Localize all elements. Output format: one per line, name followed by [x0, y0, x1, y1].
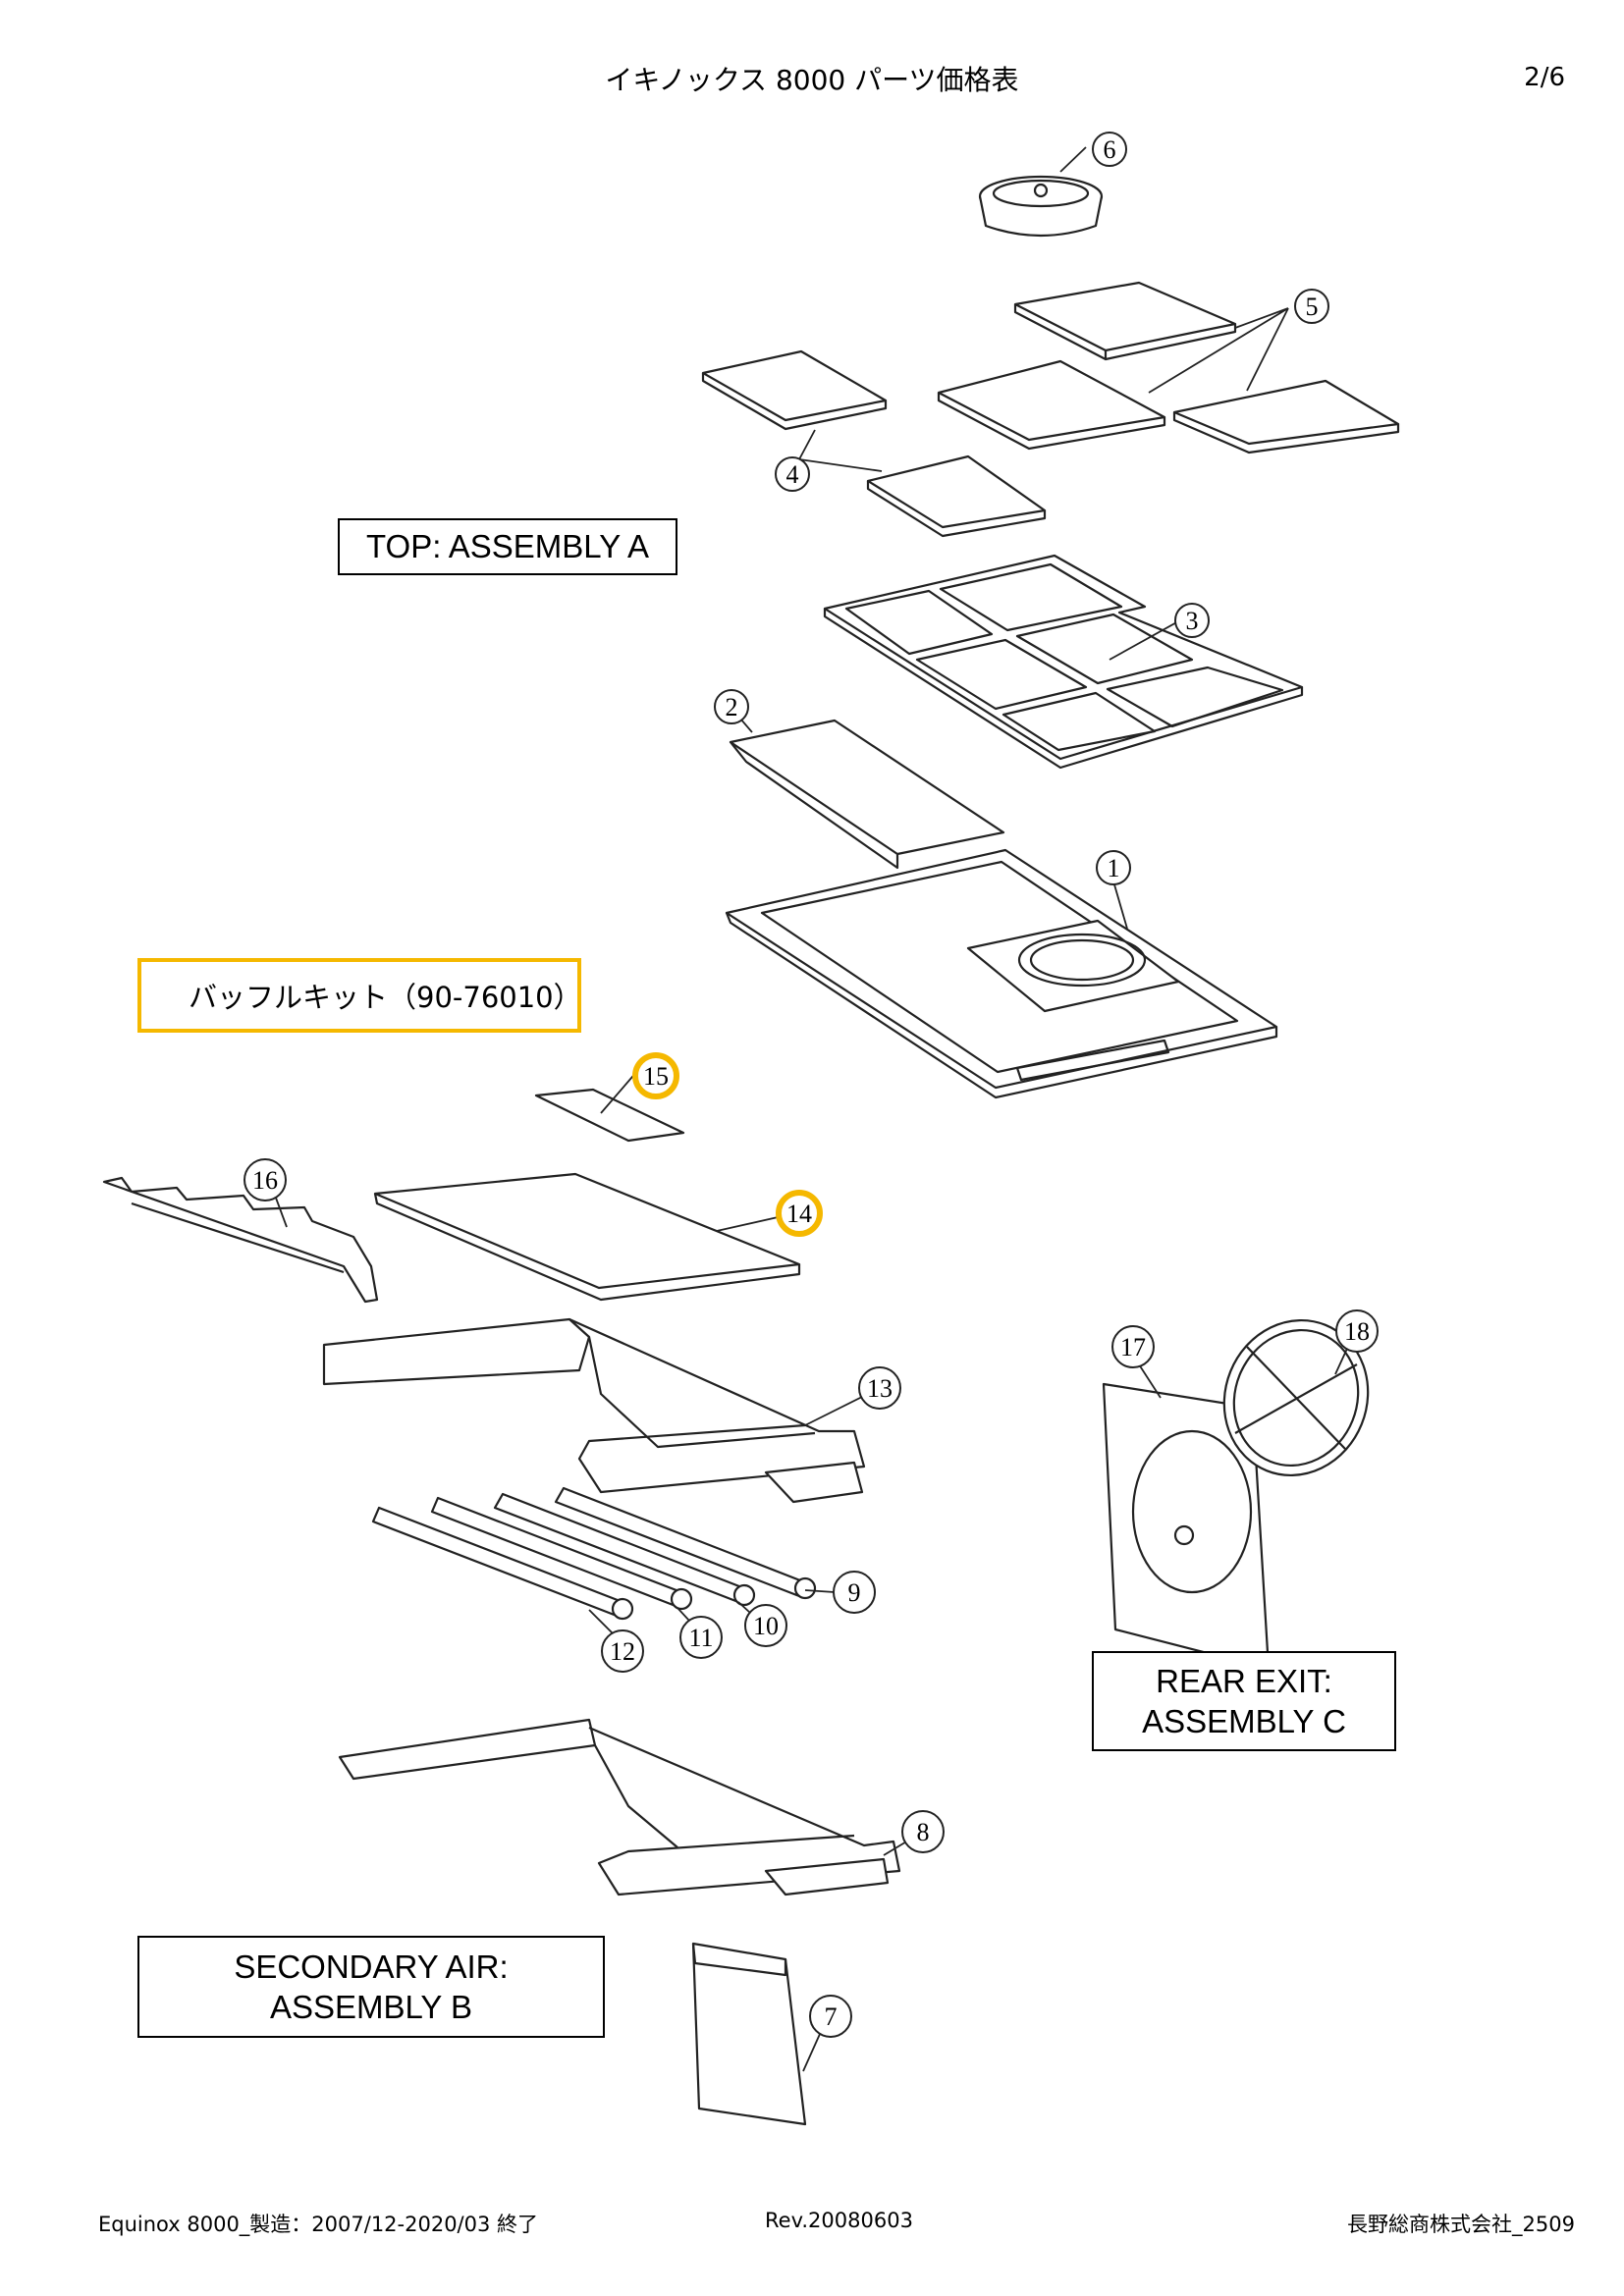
- assembly-c-line1: REAR EXIT:: [1156, 1662, 1332, 1699]
- callout-2: 2: [714, 689, 749, 724]
- assembly-b-line1: SECONDARY AIR:: [234, 1948, 509, 1985]
- callout-1: 1: [1096, 850, 1131, 885]
- callout-16: 16: [244, 1158, 287, 1201]
- part-14-baffle-board: [373, 1172, 801, 1302]
- part-9-tube: [554, 1486, 817, 1600]
- callout-10: 10: [744, 1604, 787, 1647]
- callout-14: 14: [776, 1190, 823, 1237]
- svg-text:4: 4: [786, 460, 799, 489]
- callout-11: 11: [679, 1616, 723, 1659]
- callout-13: 13: [858, 1366, 901, 1410]
- svg-text:6: 6: [1104, 135, 1116, 164]
- svg-text:12: 12: [610, 1637, 635, 1666]
- page-title: イキノックス 8000 パーツ価格表: [605, 64, 1019, 96]
- part-6-collar: [978, 175, 1104, 238]
- callout-4: 4: [775, 456, 810, 492]
- footer-company: 長野総商株式会社_2509: [1347, 2213, 1575, 2236]
- part-3-frame: [823, 554, 1304, 770]
- assembly-c-label: REAR EXIT: ASSEMBLY C: [1092, 1651, 1396, 1751]
- callout-5: 5: [1294, 289, 1329, 324]
- part-4-panel-a: [701, 349, 888, 431]
- svg-text:8: 8: [917, 1818, 930, 1846]
- assembly-a-label: TOP: ASSEMBLY A: [338, 518, 677, 575]
- baffle-kit-label: バッフルキット（90-76010）: [137, 958, 582, 1033]
- part-11-tube: [430, 1496, 693, 1611]
- assembly-b-label: SECONDARY AIR: ASSEMBLY B: [137, 1936, 605, 2038]
- svg-text:17: 17: [1120, 1333, 1146, 1362]
- part-1-main-tray: [725, 848, 1278, 1099]
- part-5-top-panel-c: [1172, 379, 1400, 454]
- part-7-plate: [691, 1942, 807, 2126]
- page-number: 2/6: [1524, 63, 1565, 92]
- part-12-tube: [371, 1506, 634, 1621]
- callout-7: 7: [809, 1995, 852, 2038]
- svg-text:15: 15: [643, 1062, 669, 1091]
- callout-12: 12: [601, 1629, 644, 1673]
- callout-6: 6: [1092, 132, 1127, 167]
- part-2-baffle: [729, 719, 1005, 870]
- part-18-ring: [1222, 1318, 1370, 1477]
- assembly-b-line2: ASSEMBLY B: [269, 1989, 473, 2025]
- svg-text:3: 3: [1186, 607, 1199, 635]
- baffle-kit-text: バッフルキット（90-76010）: [189, 981, 582, 1014]
- svg-text:16: 16: [252, 1166, 278, 1195]
- part-4-panel-b: [866, 454, 1047, 538]
- part-13-manifold: [322, 1317, 866, 1504]
- footer-revision: Rev.20080603: [765, 2209, 913, 2232]
- part-5-top-panel-a: [1013, 281, 1237, 361]
- svg-text:7: 7: [825, 2002, 838, 2031]
- callout-9: 9: [833, 1571, 876, 1614]
- svg-text:9: 9: [848, 1578, 861, 1607]
- svg-text:13: 13: [867, 1374, 893, 1403]
- part-15-plate: [534, 1088, 685, 1143]
- callout-18: 18: [1335, 1309, 1379, 1353]
- svg-text:10: 10: [753, 1612, 779, 1640]
- assembly-a-text: TOP: ASSEMBLY A: [366, 528, 649, 565]
- assembly-c-line2: ASSEMBLY C: [1142, 1703, 1346, 1739]
- svg-text:14: 14: [786, 1200, 812, 1228]
- svg-text:5: 5: [1306, 293, 1319, 321]
- svg-text:11: 11: [688, 1624, 713, 1652]
- svg-text:2: 2: [726, 693, 738, 721]
- part-5-top-panel-b: [937, 359, 1166, 451]
- callout-17: 17: [1111, 1325, 1155, 1368]
- part-8-lower-manifold: [338, 1718, 901, 1896]
- callout-15: 15: [632, 1052, 679, 1099]
- svg-text:1: 1: [1108, 854, 1120, 882]
- part-16-bracket: [102, 1176, 379, 1304]
- callout-3: 3: [1174, 603, 1210, 638]
- svg-text:18: 18: [1344, 1317, 1370, 1346]
- callout-8: 8: [901, 1810, 945, 1853]
- footer-model-info: Equinox 8000_製造：2007/12-2020/03 終了: [98, 2213, 539, 2236]
